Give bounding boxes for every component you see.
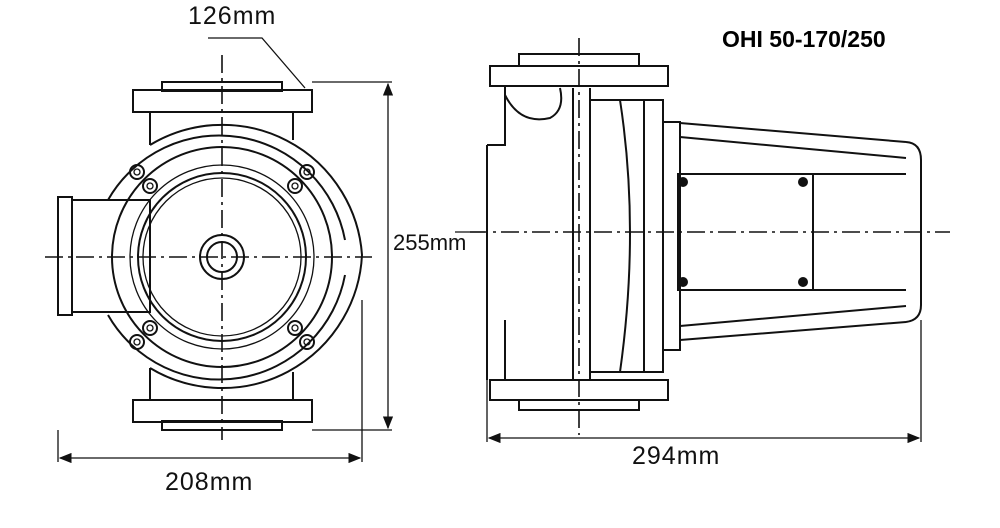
front-view xyxy=(45,55,372,440)
bolt-icons xyxy=(129,164,315,350)
dim-208-label: 208mm xyxy=(165,468,254,496)
dim-126-label: 126mm xyxy=(188,2,277,30)
dim-294-label: 294mm xyxy=(632,442,721,470)
side-view xyxy=(470,38,950,435)
dim-255-label: 255mm xyxy=(393,230,467,255)
model-title: OHI 50-170/250 xyxy=(722,26,886,52)
